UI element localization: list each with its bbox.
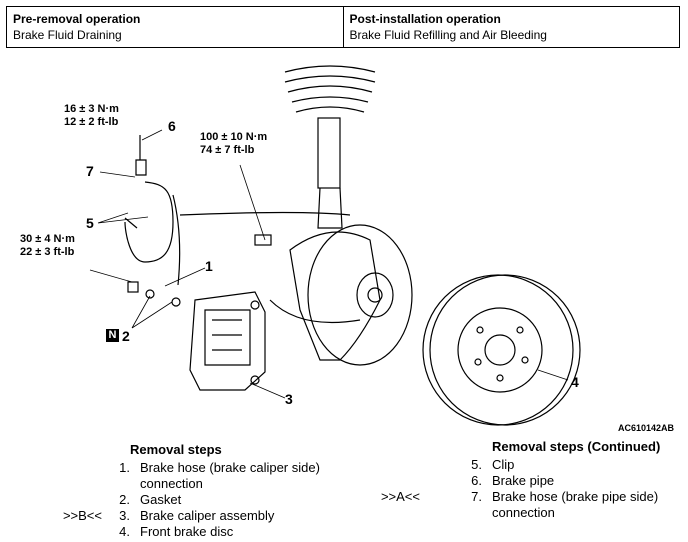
leader-lines: [89, 129, 569, 399]
list-item: 1. Brake hose (brake caliper side) conne…: [44, 460, 340, 492]
step-number: 5.: [471, 457, 482, 472]
step-prefix: >>B<<: [62, 508, 102, 523]
non-reusable-mark: N: [106, 329, 119, 342]
list-item: 2. Gasket: [44, 492, 340, 508]
step-prefix: [370, 473, 424, 489]
list-item: >>B<< 3. Brake caliper assembly: [44, 508, 340, 524]
step-text: Front brake disc: [140, 524, 234, 539]
gasket-2: [171, 297, 181, 307]
brake-caliper: [189, 291, 266, 391]
callout-1: 1: [205, 258, 213, 274]
step-prefix: [44, 492, 106, 508]
step-text: Gasket: [140, 492, 182, 507]
step-prefix: [44, 524, 106, 540]
step-prefix: >>A<<: [380, 489, 420, 504]
pre-removal-title: Pre-removal operation: [13, 12, 141, 26]
list-item: 6. Brake pipe: [370, 473, 688, 489]
callout-5: 5: [86, 215, 94, 231]
step-number: 3.: [119, 508, 130, 523]
caliper-bolt: [254, 234, 272, 246]
brake-hose-lines: [124, 135, 351, 286]
steering-knuckle: [269, 231, 381, 361]
step-text: Brake pipe: [492, 473, 555, 488]
figure-id: AC610142AB: [617, 423, 674, 433]
removal-steps-list: Removal steps 1. Brake hose (brake calip…: [44, 442, 340, 540]
torque-spec-brake-pipe: 16 ± 3 N·m 12 ± 2 ft-lb: [64, 103, 119, 128]
torque-spec-caliper-bolt: 100 ± 10 N·m 74 ± 7 ft-lb: [200, 131, 268, 156]
callout-4: 4: [571, 374, 579, 390]
callout-2: 2: [122, 328, 130, 344]
list-item: 5. Clip: [370, 457, 688, 473]
removal-steps-continued-title: Removal steps (Continued): [492, 439, 661, 454]
list-item: 4. Front brake disc: [44, 524, 340, 540]
step-number: 7.: [471, 489, 482, 504]
step-number: 2.: [119, 492, 130, 507]
removal-steps-title: Removal steps: [130, 442, 222, 457]
step-number: 6.: [471, 473, 482, 488]
hub: [356, 272, 394, 318]
gasket: [145, 289, 155, 299]
removal-steps-continued-list: Removal steps (Continued) 5. Clip 6. Bra…: [370, 439, 688, 521]
callout-6: 6: [168, 118, 176, 134]
operation-header-table: Pre-removal operation Brake Fluid Draini…: [6, 6, 680, 48]
brake-disc: [422, 274, 581, 426]
union-bolt: [127, 281, 139, 293]
step-text: Clip: [492, 457, 515, 472]
callout-7: 7: [86, 163, 94, 179]
step-prefix: [44, 460, 106, 492]
post-installation-title: Post-installation operation: [349, 12, 501, 26]
step-text: Brake caliper assembly: [140, 508, 275, 523]
callout-3: 3: [285, 391, 293, 407]
list-item: >>A<< 7. Brake hose (brake pipe side) co…: [370, 489, 688, 521]
step-prefix: [370, 457, 424, 473]
pre-removal-value: Brake Fluid Draining: [13, 28, 122, 42]
torque-spec-union-bolt: 30 ± 4 N·m 22 ± 3 ft-lb: [20, 233, 75, 258]
step-number: 1.: [119, 460, 130, 475]
strut-coil-spring: [284, 65, 376, 229]
post-installation-cell: Post-installation operation Brake Fluid …: [342, 7, 680, 47]
pre-removal-cell: Pre-removal operation Brake Fluid Draini…: [7, 7, 343, 47]
step-number: 4.: [119, 524, 130, 539]
step-text: Brake hose (brake caliper side) connecti…: [140, 460, 320, 491]
step-text: Brake hose (brake pipe side) connection: [492, 489, 659, 520]
post-installation-value: Brake Fluid Refilling and Air Bleeding: [349, 28, 547, 42]
dust-shield: [307, 224, 413, 366]
